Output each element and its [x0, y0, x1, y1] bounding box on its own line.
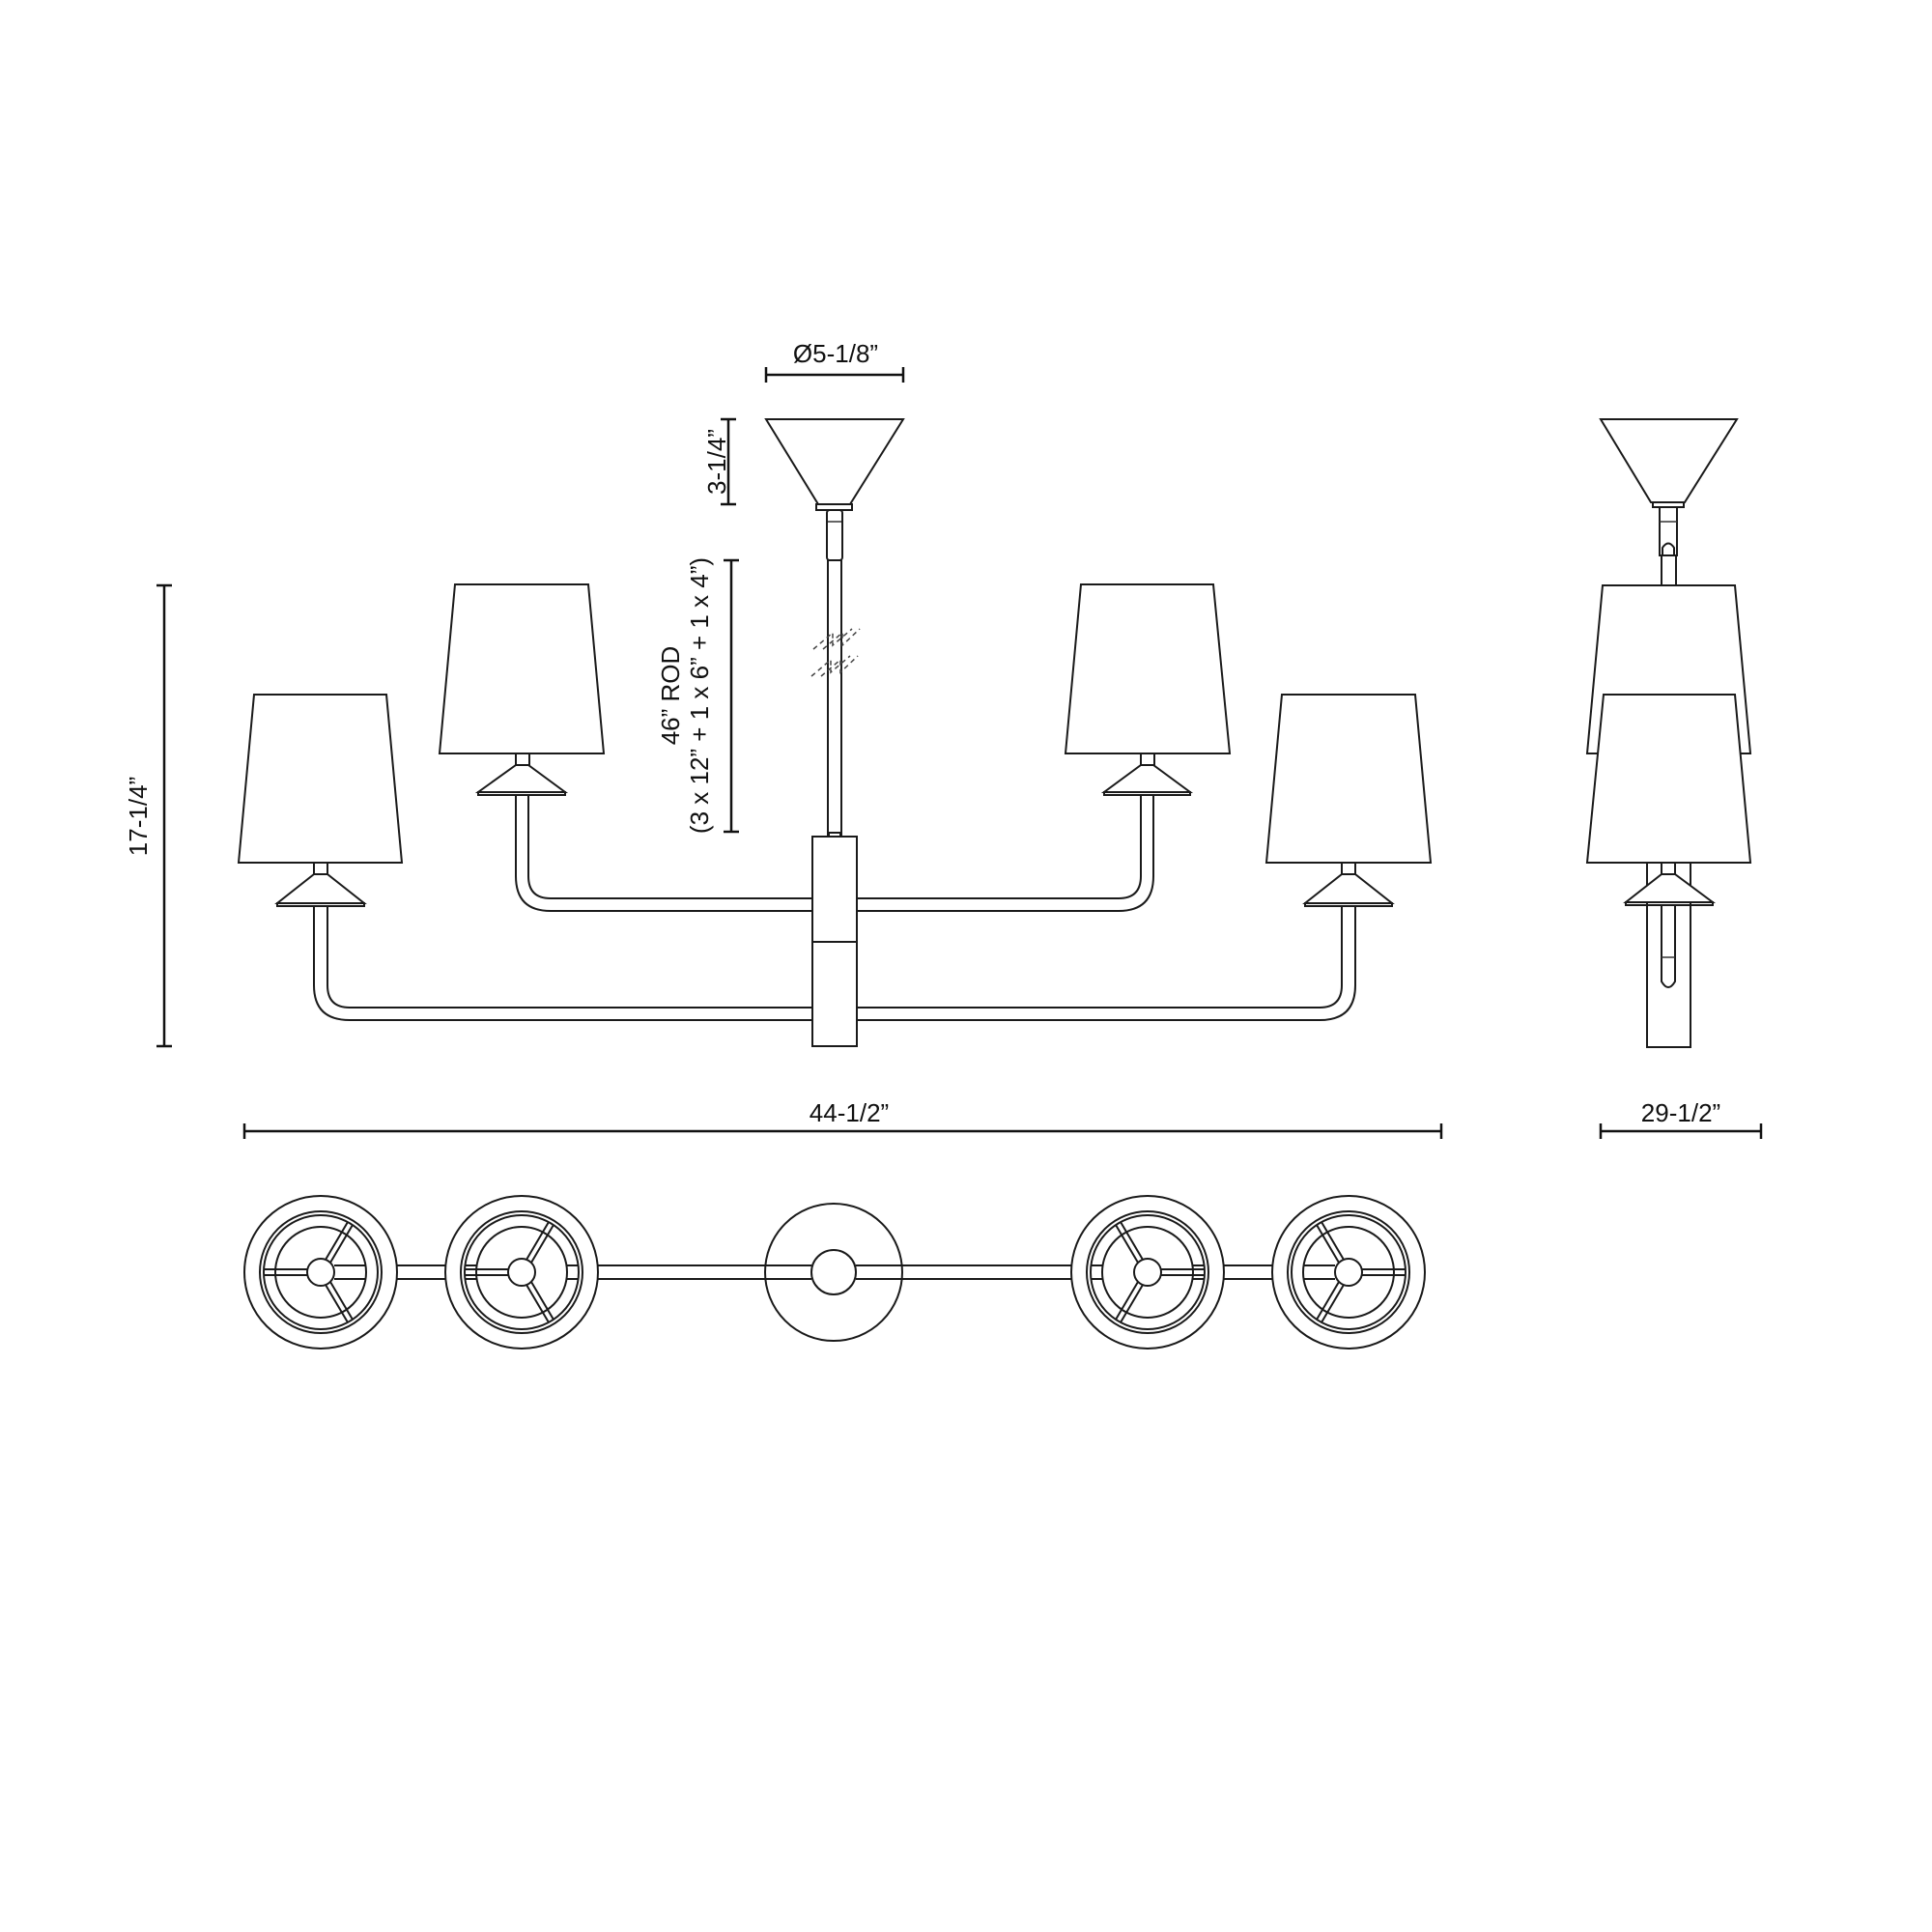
lamp-3: [1064, 583, 1232, 796]
bobeche: [1100, 764, 1194, 793]
canopy-height-label: 3-1/4”: [702, 429, 731, 495]
overall-depth-label: 29-1/2”: [1640, 1098, 1721, 1127]
bobeche: [1302, 873, 1395, 904]
arm-outer-right: [857, 905, 1343, 1009]
overall-width-label: 44-1/2”: [809, 1098, 890, 1127]
arm-inner-left: [527, 794, 812, 899]
side-bobeche: [1623, 873, 1717, 903]
top-plan: [243, 1195, 1426, 1350]
lamp-shade: [237, 694, 404, 864]
plan-lamp-1: [243, 1195, 398, 1350]
rod: [827, 559, 842, 838]
rod-breakdown-label: (3 x 12” + 1 x 6” + 1 x 4”): [685, 556, 714, 835]
side-elevation: [1585, 418, 1752, 1048]
plan-lamp-2: [444, 1195, 599, 1350]
side-arm: [1661, 905, 1676, 988]
bobeche: [474, 764, 569, 793]
canopy-diameter-label: Ø5-1/8”: [792, 339, 879, 368]
plan-canopy: [764, 1203, 903, 1342]
plan-lamp-3: [1070, 1195, 1225, 1350]
lamp-shade: [438, 583, 606, 754]
lamp-1: [237, 694, 404, 907]
arm-outer-left: [327, 905, 812, 1009]
bobeche: [274, 873, 367, 904]
rod-length-label: 46” ROD: [656, 645, 685, 746]
canopy: [764, 418, 905, 505]
lamp-4: [1264, 694, 1433, 907]
front-elevation: [237, 418, 1433, 1047]
swivel-coupler: [826, 509, 843, 561]
side-front-shade: [1585, 694, 1752, 864]
lamp-shade: [1064, 583, 1232, 754]
dimension-lines: [156, 367, 1763, 1139]
plan-lamp-4: [1271, 1195, 1426, 1350]
overall-height-label: 17-1/4”: [124, 776, 153, 857]
lamp-shade: [1264, 694, 1433, 864]
arm-inner-right: [857, 794, 1142, 899]
side-canopy: [1599, 418, 1739, 503]
lamp-2: [438, 583, 606, 796]
rod-break-symbol: [810, 628, 861, 677]
